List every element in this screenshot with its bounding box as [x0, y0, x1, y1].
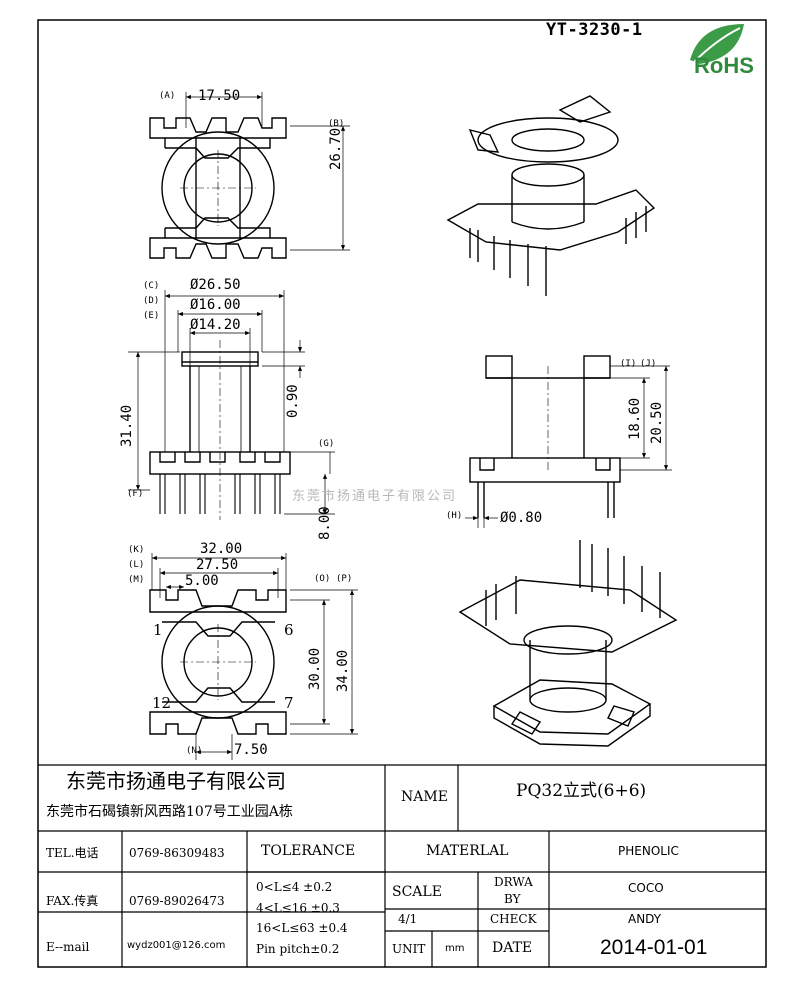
drawing-number: YT-3230-1: [546, 20, 643, 40]
dim-c-value: Ø26.50: [190, 277, 241, 293]
tolerance-label: TOLERANCE: [261, 843, 356, 859]
material-value: PHENOLIC: [618, 844, 679, 858]
check-label: CHECK: [490, 912, 537, 926]
dim-i-value: 18.60: [627, 397, 643, 440]
drawn-by-label-2: BY: [504, 892, 521, 906]
tolerance-line-3: 16<L≤63 ±0.4: [256, 921, 348, 935]
drawn-by-label-1: DRWA: [494, 875, 533, 889]
dim-height-value: 31.40: [119, 404, 135, 447]
dim-p-value: 34.00: [335, 649, 351, 692]
unit-value: mm: [445, 943, 465, 954]
email-value: wydz001@126.com: [127, 940, 226, 951]
rohs-logo: [690, 24, 744, 64]
isometric-view-upper: [446, 95, 656, 296]
material-label: MATERLAL: [426, 843, 509, 859]
tolerance-line-2: 4<L≤16 ±0.3: [256, 901, 340, 915]
unit-label: UNIT: [392, 942, 426, 956]
dim-b-value: 26.70: [328, 127, 344, 170]
dim-lines-view2: [128, 290, 335, 515]
part-name: PQ32立式(6+6): [516, 781, 647, 801]
dim-tag-m: (M): [128, 575, 145, 585]
dim-tag-e: (E): [143, 311, 160, 321]
tel-value: 0769-86309483: [129, 846, 225, 860]
dim-tag-g: (G): [318, 439, 335, 449]
isometric-view-lower: [458, 540, 678, 747]
dim-m-value: 5.00: [185, 573, 219, 589]
date-value: 2014-01-01: [600, 936, 708, 959]
dim-tag-k: (K): [128, 545, 145, 555]
dim-l-value: 27.50: [196, 557, 239, 573]
scale-value: 4/1: [398, 912, 418, 926]
dim-tag-o: (O): [314, 574, 331, 584]
dim-j-value: 20.50: [649, 401, 665, 444]
dim-tag-a: (A): [159, 91, 176, 101]
top-view-upper: [149, 117, 287, 259]
dim-tag-n: (N): [186, 746, 203, 756]
dim-tag-b: (B): [328, 119, 345, 129]
dim-lines-view1: [185, 92, 350, 251]
dim-o-value: 30.00: [307, 647, 323, 690]
tolerance-line-4: Pin pitch±0.2: [256, 942, 340, 956]
dim-flange-value: 0.90: [285, 384, 301, 418]
dim-tag-c: (C): [143, 281, 160, 291]
dim-tag-f: (F): [127, 489, 144, 499]
pin-label-7: 7: [284, 694, 294, 712]
pin-label-1: 1: [153, 621, 163, 639]
fax-label: FAX.传真: [46, 894, 99, 908]
bottom-view: [149, 589, 287, 735]
drawn-by-value: COCO: [628, 881, 664, 895]
dim-tag-d: (D): [143, 296, 160, 306]
check-value: ANDY: [628, 912, 662, 926]
front-view: [469, 355, 621, 518]
dim-pin-diameter-value: Ø0.80: [500, 510, 543, 526]
dim-tag-p: (P): [336, 574, 353, 584]
tolerance-line-1: 0<L≤4 ±0.2: [256, 880, 333, 894]
pin-label-6: 6: [284, 621, 294, 639]
dim-d-value: Ø16.00: [190, 297, 241, 313]
title-block-grid: [38, 764, 766, 967]
dim-n-value: 7.50: [234, 742, 268, 758]
fax-value: 0769-89026473: [129, 894, 225, 908]
dim-lines-view5: [465, 365, 672, 528]
email-label: E--mail: [46, 940, 90, 954]
dim-pin-length-value: 8.00: [317, 506, 333, 540]
dim-a-value: 17.50: [198, 88, 241, 104]
dim-tag-i: (I): [620, 359, 637, 369]
side-view: [149, 340, 291, 520]
dim-lines-view3: [151, 553, 358, 760]
pin-label-12: 12: [152, 694, 172, 712]
watermark-text: 东莞市扬通电子有限公司: [292, 489, 458, 504]
company-name: 东莞市扬通电子有限公司: [66, 769, 286, 793]
rohs-logo-text: RoHS: [694, 53, 754, 78]
name-label: NAME: [401, 789, 448, 805]
scale-label: SCALE: [392, 884, 442, 900]
tel-label: TEL.电话: [46, 846, 99, 860]
date-label: DATE: [492, 940, 533, 956]
dim-tag-l: (L): [128, 560, 145, 570]
company-address: 东莞市石碣镇新风西路107号工业园A栋: [46, 804, 293, 820]
dim-k-value: 32.00: [200, 541, 243, 557]
dim-e-value: Ø14.20: [190, 317, 241, 333]
dim-tag-h: (H): [446, 511, 463, 521]
dim-tag-j: (J): [640, 359, 657, 369]
sheet-border: [37, 19, 767, 968]
